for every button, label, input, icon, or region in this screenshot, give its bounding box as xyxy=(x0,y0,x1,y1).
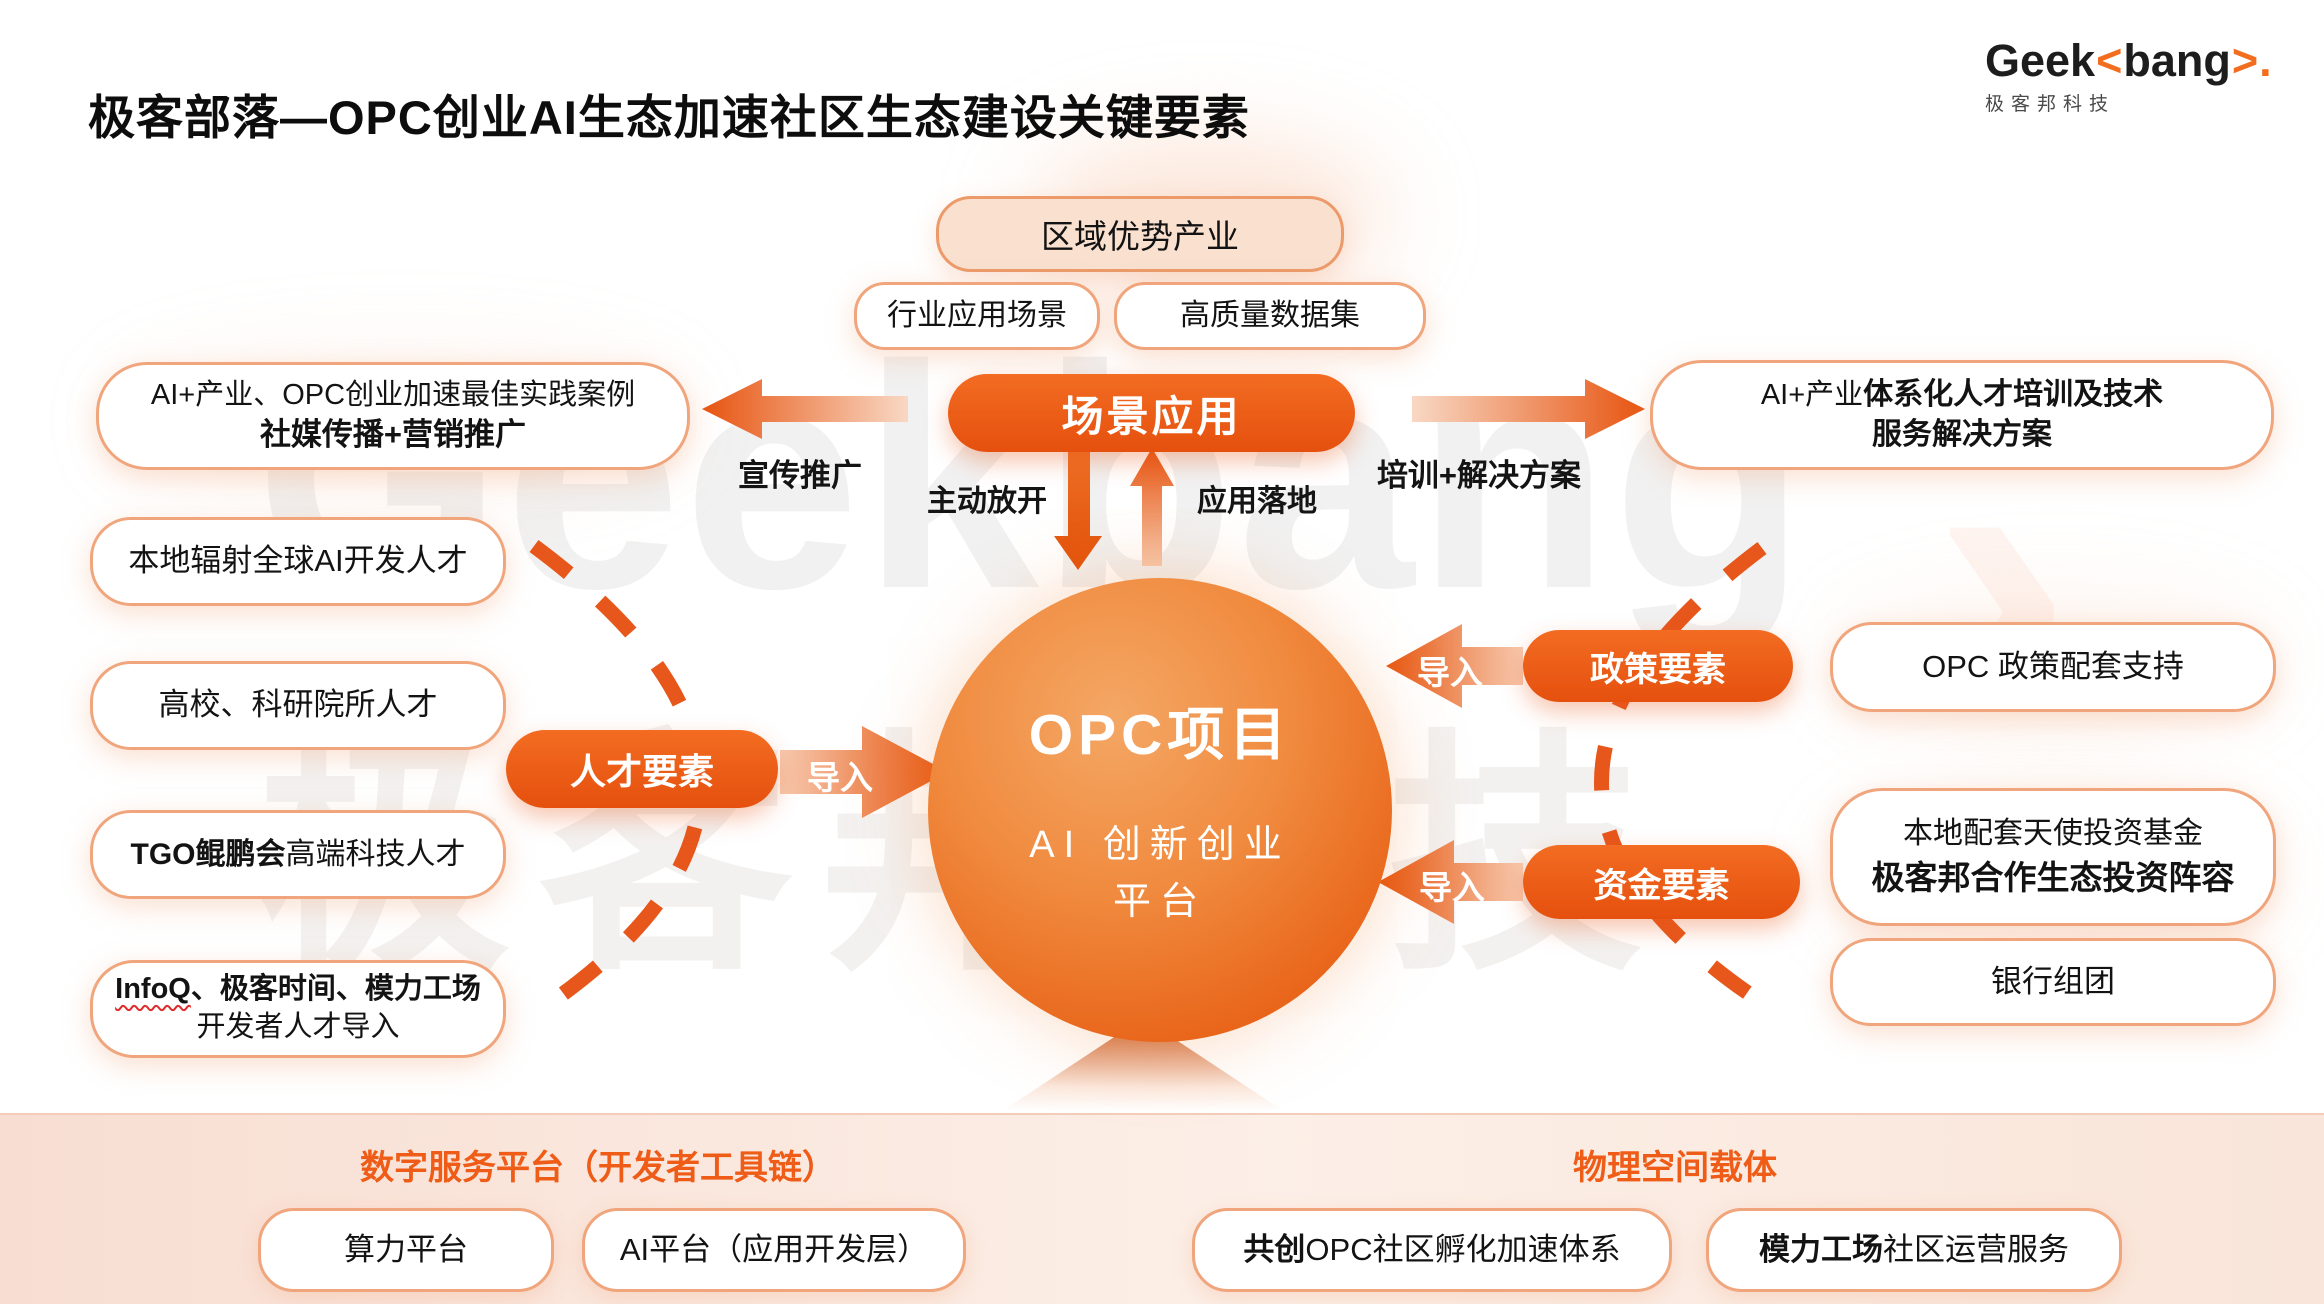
label-import-policy: 导入 xyxy=(1417,654,1483,691)
box-line: InfoQ、极客时间、模力工场 xyxy=(115,973,481,1006)
label-app-landing: 应用落地 xyxy=(1197,485,1317,518)
label-promotion: 宣传推广 xyxy=(738,458,862,493)
label-open-up: 主动放开 xyxy=(927,485,1047,518)
arrow-left-promo xyxy=(702,379,908,439)
dashed-arc-right xyxy=(1594,542,1769,1011)
box-tgo-talent: TGO鲲鹏会高端科技人才 xyxy=(90,810,506,899)
box-ai-platform: AI平台（应用开发层） xyxy=(582,1208,966,1292)
logo-left-chevron-icon: < xyxy=(2096,35,2123,86)
box-line: 极客邦合作生态投资阵容 xyxy=(1871,858,2235,896)
label-import-talent: 导入 xyxy=(807,759,873,796)
circle-title: OPC项目 xyxy=(1028,703,1292,767)
label-import-fund: 导入 xyxy=(1419,869,1485,906)
logo-text: Geek xyxy=(1985,35,2096,86)
box-policy-support: OPC 政策配套支持 xyxy=(1830,622,2276,712)
box-university-talent: 高校、科研院所人才 xyxy=(90,661,506,750)
box-line: AI+产业体系化人才培训及技术 xyxy=(1760,378,2164,412)
box-talent-training-solution: AI+产业体系化人才培训及技术 服务解决方案 xyxy=(1650,360,2274,470)
heading-digital-platform: 数字服务平台（开发者工具链） xyxy=(360,1149,836,1187)
heading-physical-space: 物理空间载体 xyxy=(1573,1149,1777,1187)
box-cocreate-incubation: 共创OPC社区孵化加速体系 xyxy=(1192,1208,1672,1292)
arrow-up-landing xyxy=(1130,448,1174,566)
logo-text: bang xyxy=(2123,35,2231,86)
box-line: 开发者人才导入 xyxy=(196,1011,400,1043)
label-training-solution: 培训+解决方案 xyxy=(1376,458,1582,493)
box-line: 社媒传播+营销推广 xyxy=(259,416,527,452)
box-line: 模力工场社区运营服务 xyxy=(1759,1231,2069,1267)
arrow-right-training xyxy=(1412,379,1645,439)
box-bank-syndicate: 银行组团 xyxy=(1830,938,2276,1026)
box-line: 共创OPC社区孵化加速体系 xyxy=(1243,1231,1621,1267)
geekbang-logo: Geek<bang>. 极客邦科技 xyxy=(1985,38,2272,116)
logo-subtitle: 极客邦科技 xyxy=(1985,94,2116,115)
box-best-practice-cases: AI+产业、OPC创业加速最佳实践案例 社媒传播+营销推广 xyxy=(96,362,690,470)
pill-talent-factor: 人才要素 xyxy=(506,730,778,808)
opc-project-circle: OPC项目 AI 创新创业 平台 xyxy=(928,578,1392,1042)
box-line: 本地配套天使投资基金 xyxy=(1903,816,2203,850)
box-angel-fund: 本地配套天使投资基金 极客邦合作生态投资阵容 xyxy=(1830,788,2276,926)
box-moli-community: 模力工场社区运营服务 xyxy=(1706,1208,2122,1292)
logo-right-chevron-icon: > xyxy=(2231,35,2259,86)
box-global-ai-talent: 本地辐射全球AI开发人才 xyxy=(90,517,506,606)
box-line: 服务解决方案 xyxy=(1872,418,2052,451)
box-compute-platform: 算力平台 xyxy=(258,1208,554,1292)
circle-subtitle: AI 创新创业 平台 xyxy=(1029,824,1291,923)
pill-fund-factor: 资金要素 xyxy=(1523,845,1800,919)
box-line: AI+产业、OPC创业加速最佳实践案例 xyxy=(150,379,636,412)
hub-scene-application: 场景应用 xyxy=(948,374,1355,452)
page-title: 极客部落—OPC创业AI生态加速社区生态建设关键要素 xyxy=(88,91,1250,145)
logo-dot: . xyxy=(2259,35,2272,86)
box-infoq-talent: InfoQ、极客时间、模力工场 开发者人才导入 xyxy=(90,960,506,1058)
pill-regional-industry: 区域优势产业 xyxy=(936,196,1344,272)
pill-policy-factor: 政策要素 xyxy=(1523,630,1793,702)
pill-quality-datasets: 高质量数据集 xyxy=(1114,282,1426,350)
pill-industry-scenarios: 行业应用场景 xyxy=(854,282,1100,350)
box-line: TGO鲲鹏会高端科技人才 xyxy=(130,837,466,871)
